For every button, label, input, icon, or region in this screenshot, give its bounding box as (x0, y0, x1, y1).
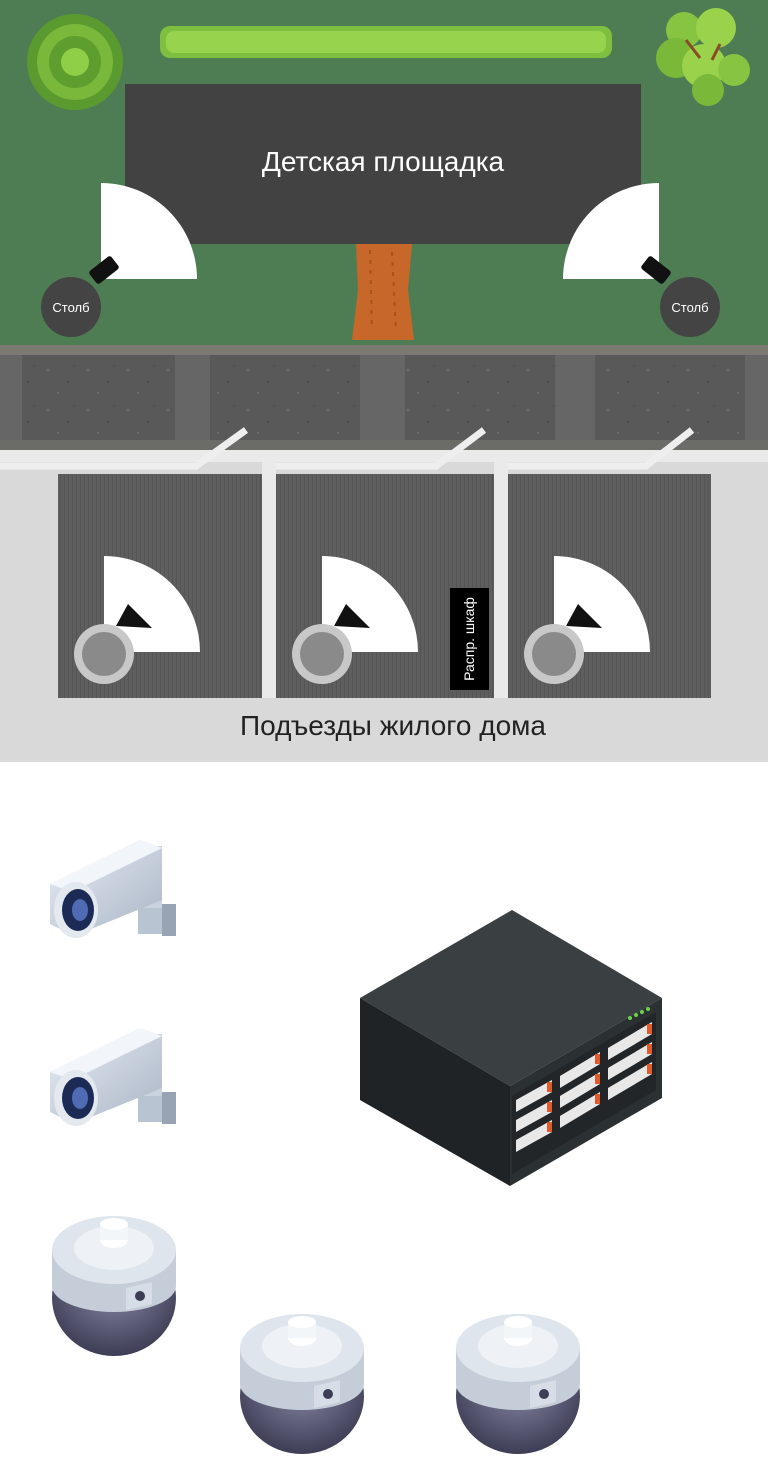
pole-left: Столб (41, 277, 101, 337)
bush-left-icon (27, 14, 123, 110)
trees-right-icon (656, 8, 750, 106)
camera-view-cone-right (563, 183, 659, 279)
server-rack-icon (360, 910, 662, 1186)
camera-view-cone (104, 556, 200, 652)
entrance-3 (508, 474, 711, 698)
camera-view-cone (554, 556, 650, 652)
cable-lines (0, 427, 695, 470)
yard-zone: Детская площадка Столб Столб (0, 0, 768, 345)
dome-camera-2-icon (240, 1314, 364, 1454)
entrance-1 (58, 474, 262, 698)
playground-title: Детская площадка (262, 146, 505, 177)
sidewalk (0, 345, 768, 450)
bullet-camera-2-icon (50, 1028, 176, 1126)
distribution-cabinet: Распр. шкаф (450, 588, 489, 690)
playground-area (125, 84, 641, 244)
bullet-camera-1-icon (50, 840, 176, 938)
hedge (160, 26, 612, 58)
camera-view-cone (322, 556, 418, 652)
cabinet-label: Распр. шкаф (461, 597, 477, 681)
pole-camera-right-icon (635, 252, 671, 284)
dome-camera-3-icon (456, 1314, 580, 1454)
server-front-panel (512, 1007, 656, 1174)
pole-left-label: Столб (52, 300, 89, 315)
pole-right: Столб (660, 277, 720, 337)
dome-camera-1-icon (52, 1216, 176, 1356)
entrance-2: Распр. шкаф (276, 474, 494, 698)
entrances-zone: Распр. шкаф Подъезды жилого дома (0, 427, 768, 762)
camera-view-cone-left (101, 183, 197, 279)
entrances-caption: Подъезды жилого дома (240, 710, 546, 741)
footpath (352, 244, 414, 340)
pole-camera-left-icon (89, 252, 125, 284)
pole-right-label: Столб (671, 300, 708, 315)
